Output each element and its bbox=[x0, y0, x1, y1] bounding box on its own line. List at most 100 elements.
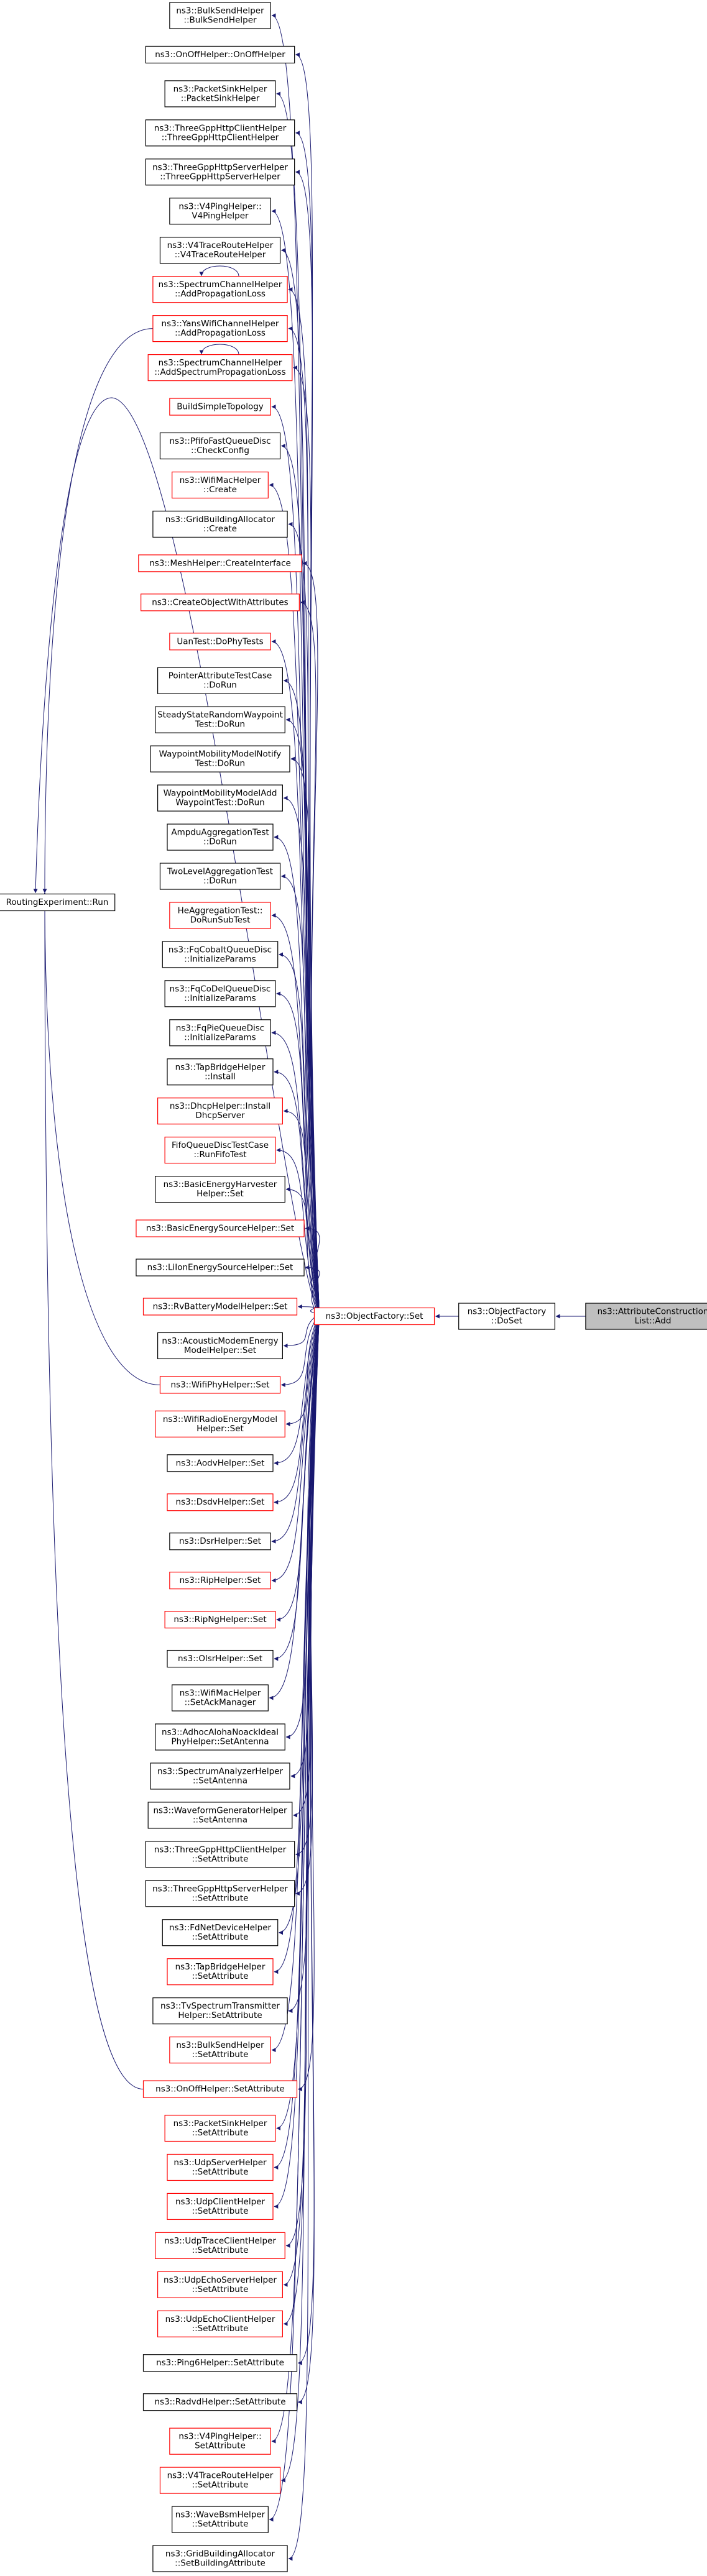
caller-node-17-label-line: PointerAttributeTestCase bbox=[169, 671, 272, 681]
edge-set-to-caller-34 bbox=[283, 1313, 320, 1348]
caller-node-57-label-line: ns3::UdpTraceClientHelper bbox=[164, 2236, 276, 2246]
caller-node-31[interactable]: ns3::BasicEnergySourceHelper::Set bbox=[136, 1219, 305, 1237]
caller-node-60[interactable]: ns3::Ping6Helper::SetAttribute bbox=[142, 2354, 298, 2372]
caller-node-42[interactable]: ns3::OlsrHelper::Set bbox=[167, 1649, 274, 1668]
caller-node-7-label-line: ns3::SpectrumChannelHelper bbox=[159, 280, 282, 290]
caller-node-59[interactable]: ns3::UdpEchoClientHelper::SetAttribute bbox=[157, 2310, 284, 2337]
caller-node-41-label-line: ns3::RipNgHelper::Set bbox=[173, 1615, 266, 1625]
attribute-construction-list-add-node-box bbox=[585, 1303, 707, 1330]
caller-node-61[interactable]: ns3::RadvdHelper::SetAttribute bbox=[142, 2393, 298, 2411]
caller-node-55-box bbox=[167, 2153, 274, 2181]
caller-node-39[interactable]: ns3::DsrHelper::Set bbox=[169, 1533, 271, 1551]
caller-node-13-label-line: ns3::GridBuildingAllocator bbox=[165, 515, 275, 525]
objectfactory-set-node-box bbox=[313, 1307, 435, 1326]
caller-node-57[interactable]: ns3::UdpTraceClientHelper::SetAttribute bbox=[155, 2232, 285, 2259]
caller-node-22[interactable]: TwoLevelAggregationTest::DoRun bbox=[159, 863, 281, 890]
caller-node-23[interactable]: HeAggregationTest::DoRunSubTest bbox=[169, 902, 271, 929]
caller-node-62[interactable]: ns3::V4PingHelper::SetAttribute bbox=[169, 2427, 271, 2455]
caller-node-24[interactable]: ns3::FqCobaltQueueDisc::InitializeParams bbox=[162, 941, 279, 968]
caller-node-32[interactable]: ns3::LiIonEnergySourceHelper::Set bbox=[136, 1258, 305, 1277]
caller-node-54[interactable]: ns3::PacketSinkHelper::SetAttribute bbox=[164, 2114, 276, 2142]
caller-node-6[interactable]: ns3::V4TraceRouteHelper::V4TraceRouteHel… bbox=[159, 237, 281, 264]
caller-node-2[interactable]: ns3::PacketSinkHelper::PacketSinkHelper bbox=[164, 80, 276, 108]
caller-node-65-label-line: ns3::GridBuildingAllocator bbox=[165, 2549, 275, 2559]
caller-node-38[interactable]: ns3::DsdvHelper::Set bbox=[167, 1493, 274, 1511]
caller-node-37[interactable]: ns3::AodvHelper::Set bbox=[167, 1454, 274, 1472]
caller-node-53[interactable]: ns3::OnOffHelper::SetAttribute bbox=[142, 2080, 298, 2098]
caller-node-35[interactable]: ns3::WifiPhyHelper::Set bbox=[159, 1376, 281, 1394]
caller-node-49[interactable]: ns3::FdNetDeviceHelper::SetAttribute bbox=[162, 1919, 279, 1946]
caller-node-43[interactable]: ns3::WifiMacHelper::SetAckManager bbox=[172, 1684, 269, 1712]
caller-node-19-label-line: WaypointMobilityModelNotify bbox=[159, 749, 282, 759]
caller-node-25[interactable]: ns3::FqCoDelQueueDisc::InitializeParams bbox=[164, 980, 276, 1007]
caller-node-46[interactable]: ns3::WaveformGeneratorHelper::SetAntenna bbox=[147, 1802, 293, 1829]
caller-node-3[interactable]: ns3::ThreeGppHttpClientHelper::ThreeGppH… bbox=[145, 119, 295, 147]
caller-node-51-box bbox=[152, 1997, 288, 2025]
caller-node-41[interactable]: ns3::RipNgHelper::Set bbox=[164, 1611, 276, 1629]
caller-node-11[interactable]: ns3::PfifoFastQueueDisc::CheckConfig bbox=[159, 432, 281, 460]
caller-node-9[interactable]: ns3::SpectrumChannelHelper::AddSpectrumP… bbox=[147, 354, 293, 382]
routing-experiment-run-node[interactable]: RoutingExperiment::Run bbox=[0, 893, 116, 912]
caller-node-13[interactable]: ns3::GridBuildingAllocator::Create bbox=[152, 510, 288, 538]
caller-node-52[interactable]: ns3::BulkSendHelper::SetAttribute bbox=[169, 2037, 271, 2064]
caller-node-17[interactable]: PointerAttributeTestCase::DoRun bbox=[157, 667, 284, 694]
caller-node-44[interactable]: ns3::AdhocAlohaNoackIdealPhyHelper::SetA… bbox=[155, 1723, 285, 1751]
caller-node-45[interactable]: ns3::SpectrumAnalyzerHelper::SetAntenna bbox=[150, 1762, 290, 1790]
caller-node-61-label-line: ns3::RadvdHelper::SetAttribute bbox=[154, 2397, 285, 2407]
caller-node-4[interactable]: ns3::ThreeGppHttpServerHelper::ThreeGppH… bbox=[145, 158, 295, 186]
objectfactory-doset-node[interactable]: ns3::ObjectFactory::DoSet bbox=[458, 1303, 555, 1330]
caller-node-30-label-line: Helper::Set bbox=[196, 1189, 244, 1199]
caller-node-0[interactable]: ns3::BulkSendHelper::BulkSendHelper bbox=[169, 2, 271, 29]
caller-node-51[interactable]: ns3::TvSpectrumTransmitterHelper::SetAtt… bbox=[152, 1997, 288, 2025]
caller-node-24-label-line: ::InitializeParams bbox=[184, 954, 256, 964]
caller-node-5[interactable]: ns3::V4PingHelper::V4PingHelper bbox=[169, 198, 271, 225]
caller-node-51-label-line: Helper::SetAttribute bbox=[178, 2010, 262, 2020]
caller-node-12[interactable]: ns3::WifiMacHelper::Create bbox=[172, 471, 269, 499]
caller-node-27[interactable]: ns3::TapBridgeHelper::Install bbox=[167, 1058, 274, 1086]
caller-node-58[interactable]: ns3::UdpEchoServerHelper::SetAttribute bbox=[157, 2271, 284, 2298]
caller-node-56[interactable]: ns3::UdpClientHelper::SetAttribute bbox=[167, 2193, 274, 2221]
caller-node-50-label-line: ns3::TapBridgeHelper bbox=[175, 1962, 266, 1972]
caller-node-40[interactable]: ns3::RipHelper::Set bbox=[169, 1572, 271, 1590]
caller-node-15[interactable]: ns3::CreateObjectWithAttributes bbox=[141, 594, 300, 612]
edge-set-to-caller-44 bbox=[285, 1313, 320, 1739]
caller-node-8[interactable]: ns3::YansWifiChannelHelper::AddPropagati… bbox=[152, 315, 288, 342]
caller-node-65[interactable]: ns3::GridBuildingAllocator::SetBuildingA… bbox=[152, 2545, 288, 2572]
caller-node-17-label-line: ::DoRun bbox=[203, 681, 237, 690]
caller-node-10[interactable]: BuildSimpleTopology bbox=[169, 398, 271, 416]
caller-node-12-label-line: ns3::WifiMacHelper bbox=[180, 475, 261, 485]
caller-node-47[interactable]: ns3::ThreeGppHttpClientHelper::SetAttrib… bbox=[145, 1841, 295, 1868]
caller-node-22-label-line: TwoLevelAggregationTest bbox=[167, 866, 273, 876]
objectfactory-set-node[interactable]: ns3::ObjectFactory::Set bbox=[313, 1307, 435, 1326]
caller-node-7[interactable]: ns3::SpectrumChannelHelper::AddPropagati… bbox=[152, 276, 288, 303]
caller-node-55[interactable]: ns3::UdpServerHelper::SetAttribute bbox=[167, 2153, 274, 2181]
caller-node-14[interactable]: ns3::MeshHelper::CreateInterface bbox=[138, 554, 302, 572]
caller-node-45-box bbox=[150, 1762, 290, 1790]
caller-node-33[interactable]: ns3::RvBatteryModelHelper::Set bbox=[142, 1298, 298, 1316]
caller-node-21[interactable]: AmpduAggregationTest::DoRun bbox=[167, 823, 274, 851]
caller-node-29-label-line: FifoQueueDiscTestCase bbox=[172, 1140, 269, 1150]
caller-node-36-box bbox=[155, 1410, 285, 1437]
caller-node-51-label-line: ns3::TvSpectrumTransmitter bbox=[160, 2001, 280, 2011]
caller-node-50[interactable]: ns3::TapBridgeHelper::SetAttribute bbox=[167, 1958, 274, 1986]
caller-node-27-label-line: ns3::TapBridgeHelper bbox=[175, 1062, 266, 1072]
caller-node-16[interactable]: UanTest::DoPhyTests bbox=[169, 633, 271, 651]
caller-node-11-label-line: ::CheckConfig bbox=[191, 446, 249, 456]
caller-node-29[interactable]: FifoQueueDiscTestCase::RunFifoTest bbox=[164, 1137, 276, 1164]
caller-node-64[interactable]: ns3::WaveBsmHelper::SetAttribute bbox=[172, 2506, 269, 2533]
caller-node-63[interactable]: ns3::V4TraceRouteHelper::SetAttribute bbox=[159, 2467, 281, 2494]
caller-node-1[interactable]: ns3::OnOffHelper::OnOffHelper bbox=[145, 45, 295, 64]
caller-node-26[interactable]: ns3::FqPieQueueDisc::InitializeParams bbox=[169, 1019, 271, 1047]
caller-node-20[interactable]: WaypointMobilityModelAddWaypointTest::Do… bbox=[157, 784, 284, 812]
objectfactory-set-node-label-line: ns3::ObjectFactory::Set bbox=[326, 1311, 423, 1321]
caller-node-46-label-line: ::SetAntenna bbox=[193, 1815, 247, 1825]
caller-node-28-label-line: ns3::DhcpHelper::Install bbox=[170, 1101, 270, 1111]
caller-node-48[interactable]: ns3::ThreeGppHttpServerHelper::SetAttrib… bbox=[145, 1880, 295, 1907]
